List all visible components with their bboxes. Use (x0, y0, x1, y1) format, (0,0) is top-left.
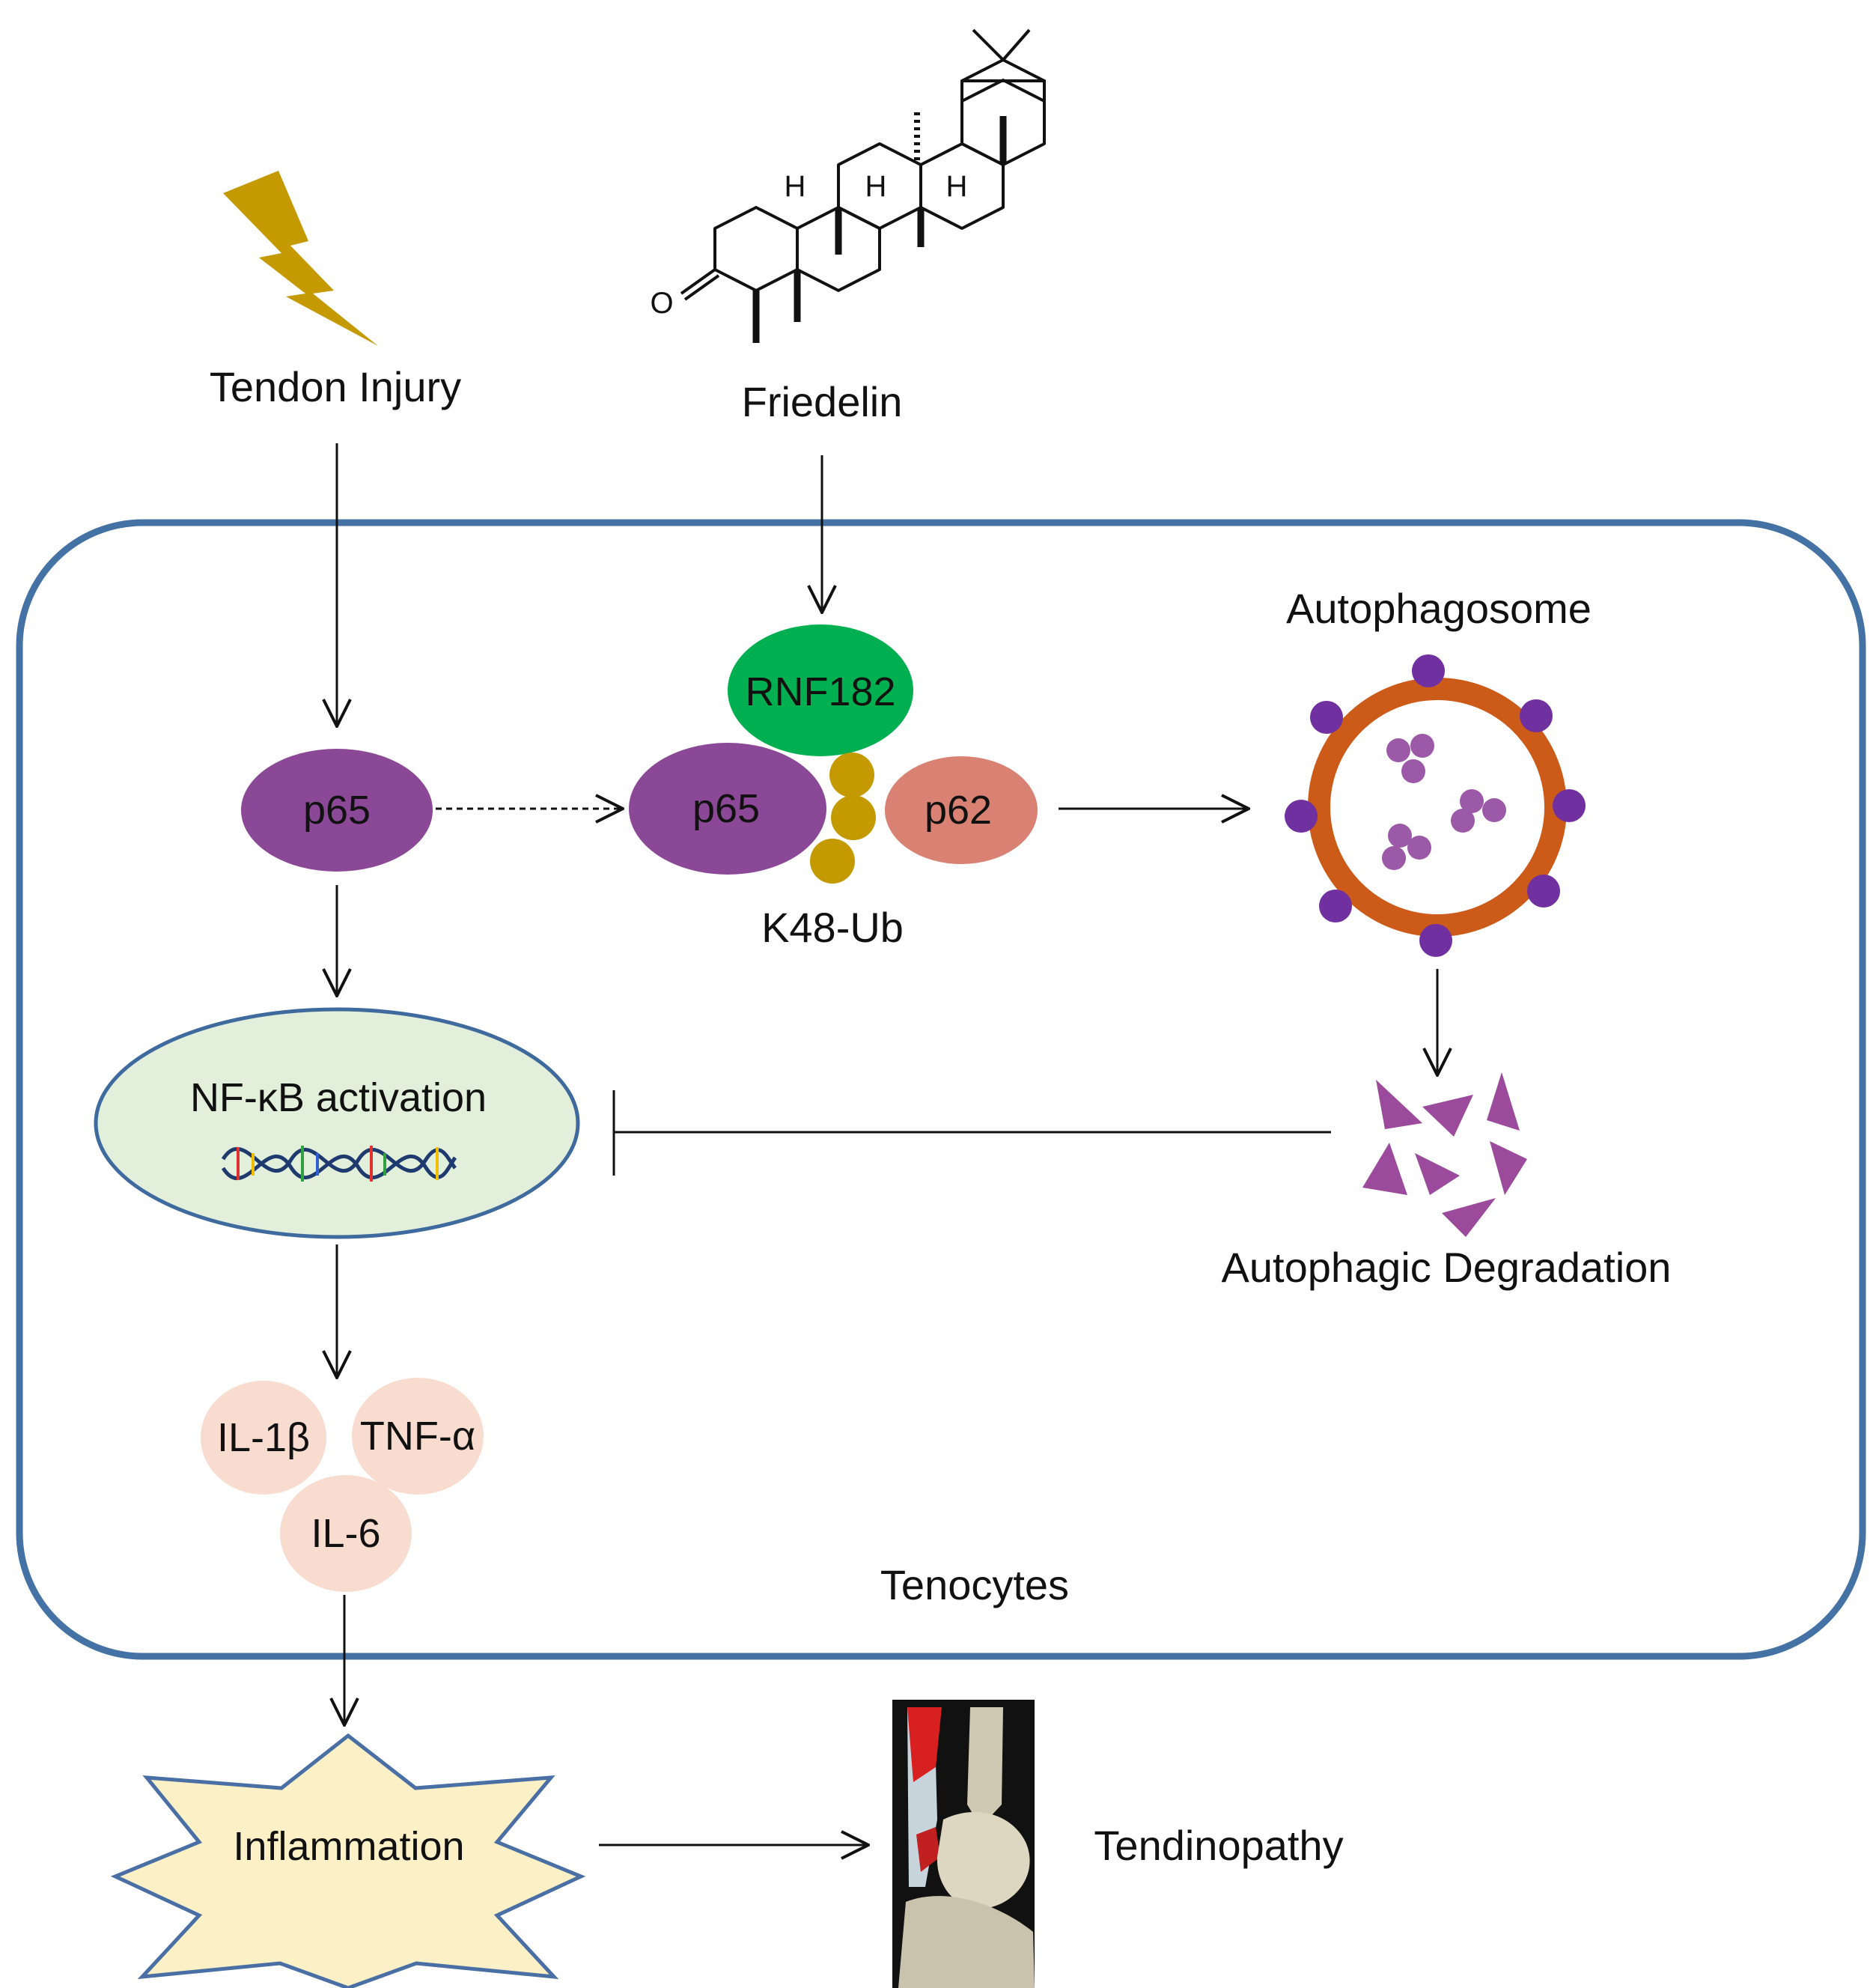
lightning-bolt-icon (223, 171, 378, 346)
rnf182-node (728, 624, 913, 756)
inflammation-node (110, 1733, 586, 1988)
tnfa-label: TNF-α (360, 1414, 475, 1459)
p65-free-label: p65 (303, 788, 371, 833)
tendon-injury-label: Tendon Injury (210, 363, 461, 410)
k48-ubiquitin-chain (810, 753, 876, 884)
p62-node (885, 756, 1038, 864)
hydrogen-label-a: H (785, 170, 806, 203)
nfkb-activation-node (94, 1007, 580, 1239)
p65-bound-label: p65 (692, 786, 760, 831)
autophagosome-label: Autophagosome (1286, 585, 1592, 632)
inflammation-label: Inflammation (233, 1824, 464, 1869)
p62-label: p62 (925, 788, 992, 833)
il6-label: IL-6 (311, 1511, 380, 1556)
tnfa-node (352, 1378, 484, 1495)
k48-ub-label: K48-Ub (761, 904, 904, 951)
ankle-tendon-anatomy-icon (892, 1700, 1035, 1988)
hydrogen-label-c: H (946, 170, 968, 203)
dna-helix-icon (221, 1146, 457, 1182)
rnf182-label: RNF182 (745, 669, 895, 714)
nfkb-activation-label: NF-κB activation (190, 1075, 487, 1120)
il6-node (280, 1475, 412, 1592)
friedelin-structure-icon (680, 28, 1046, 343)
degraded-fragments-icon (1362, 1072, 1527, 1237)
friedelin-label: Friedelin (742, 378, 903, 425)
hydrogen-label-b: H (865, 170, 887, 203)
il1b-node (201, 1381, 326, 1495)
tenocyte-cell-border (16, 519, 1866, 1660)
tenocytes-label: Tenocytes (880, 1561, 1069, 1608)
autophagosome-icon (1285, 654, 1586, 957)
autophagic-degradation-label: Autophagic Degradation (1222, 1244, 1672, 1291)
il1b-label: IL-1β (217, 1415, 310, 1460)
ketone-oxygen-label: O (650, 287, 673, 320)
p65-bound-node (629, 743, 826, 875)
tendinopathy-label: Tendinopathy (1094, 1822, 1343, 1869)
p65-free-node (241, 749, 433, 872)
